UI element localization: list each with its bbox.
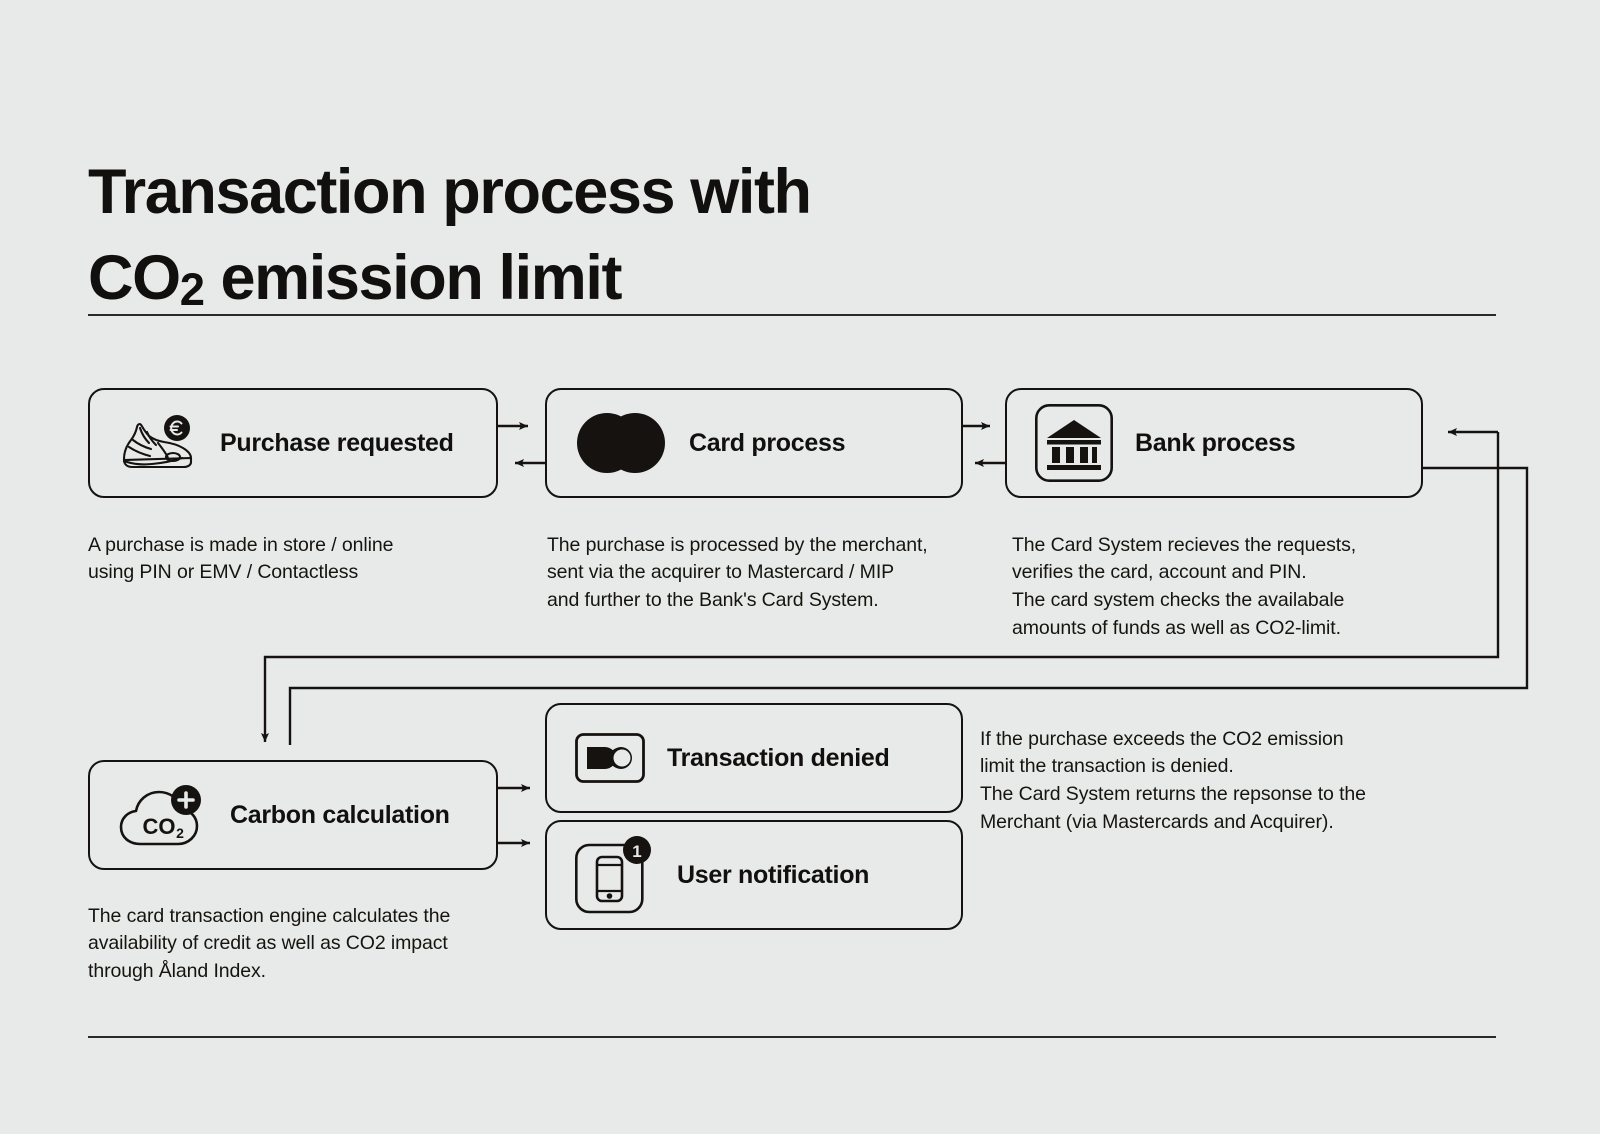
caption-purchase: A purchase is made in store / online usi…: [88, 533, 394, 584]
node-bank-process[interactable]: Bank process: [1005, 388, 1423, 498]
divider-top: [88, 314, 1496, 316]
page-title-subscript: 2: [179, 263, 205, 315]
node-denied-label: Transaction denied: [667, 743, 890, 772]
svg-text:2: 2: [176, 825, 184, 841]
bank-building-icon: [1035, 404, 1113, 482]
mastercard-circles-icon: [577, 413, 665, 473]
node-purchase-requested[interactable]: Purchase requested: [88, 388, 498, 498]
node-purchase-label: Purchase requested: [220, 428, 454, 457]
caption-denied: If the purchase exceeds the CO2 emission…: [980, 727, 1366, 833]
page-title-line1: Transaction process with: [88, 157, 812, 228]
node-card-process[interactable]: Card process: [545, 388, 963, 498]
node-notification-label: User notification: [677, 860, 870, 889]
page-title-line2-post: emission limit: [204, 242, 623, 313]
caption-bank: The Card System recieves the requests, v…: [1012, 533, 1357, 639]
node-carbon-calculation[interactable]: CO 2 Carbon calculation: [88, 760, 498, 870]
node-card-label: Card process: [689, 428, 846, 457]
page-title-line2-pre: CO: [88, 242, 181, 313]
co2-cloud-plus-icon: CO 2: [119, 785, 201, 846]
svg-text:CO: CO: [143, 814, 176, 839]
node-transaction-denied[interactable]: Transaction denied: [545, 703, 963, 813]
divider-bottom: [88, 1036, 1496, 1038]
node-carbon-label: Carbon calculation: [230, 800, 450, 829]
phone-notification-icon: 1: [575, 836, 651, 914]
caption-carbon: The card transaction engine calculates t…: [88, 904, 451, 982]
node-bank-label: Bank process: [1135, 428, 1296, 457]
caption-card: The purchase is processed by the merchan…: [547, 533, 928, 611]
notification-badge-count: 1: [632, 842, 641, 861]
node-user-notification[interactable]: 1 User notification: [545, 820, 963, 930]
sneaker-euro-icon: [122, 415, 193, 469]
card-declined-icon: [575, 733, 645, 783]
